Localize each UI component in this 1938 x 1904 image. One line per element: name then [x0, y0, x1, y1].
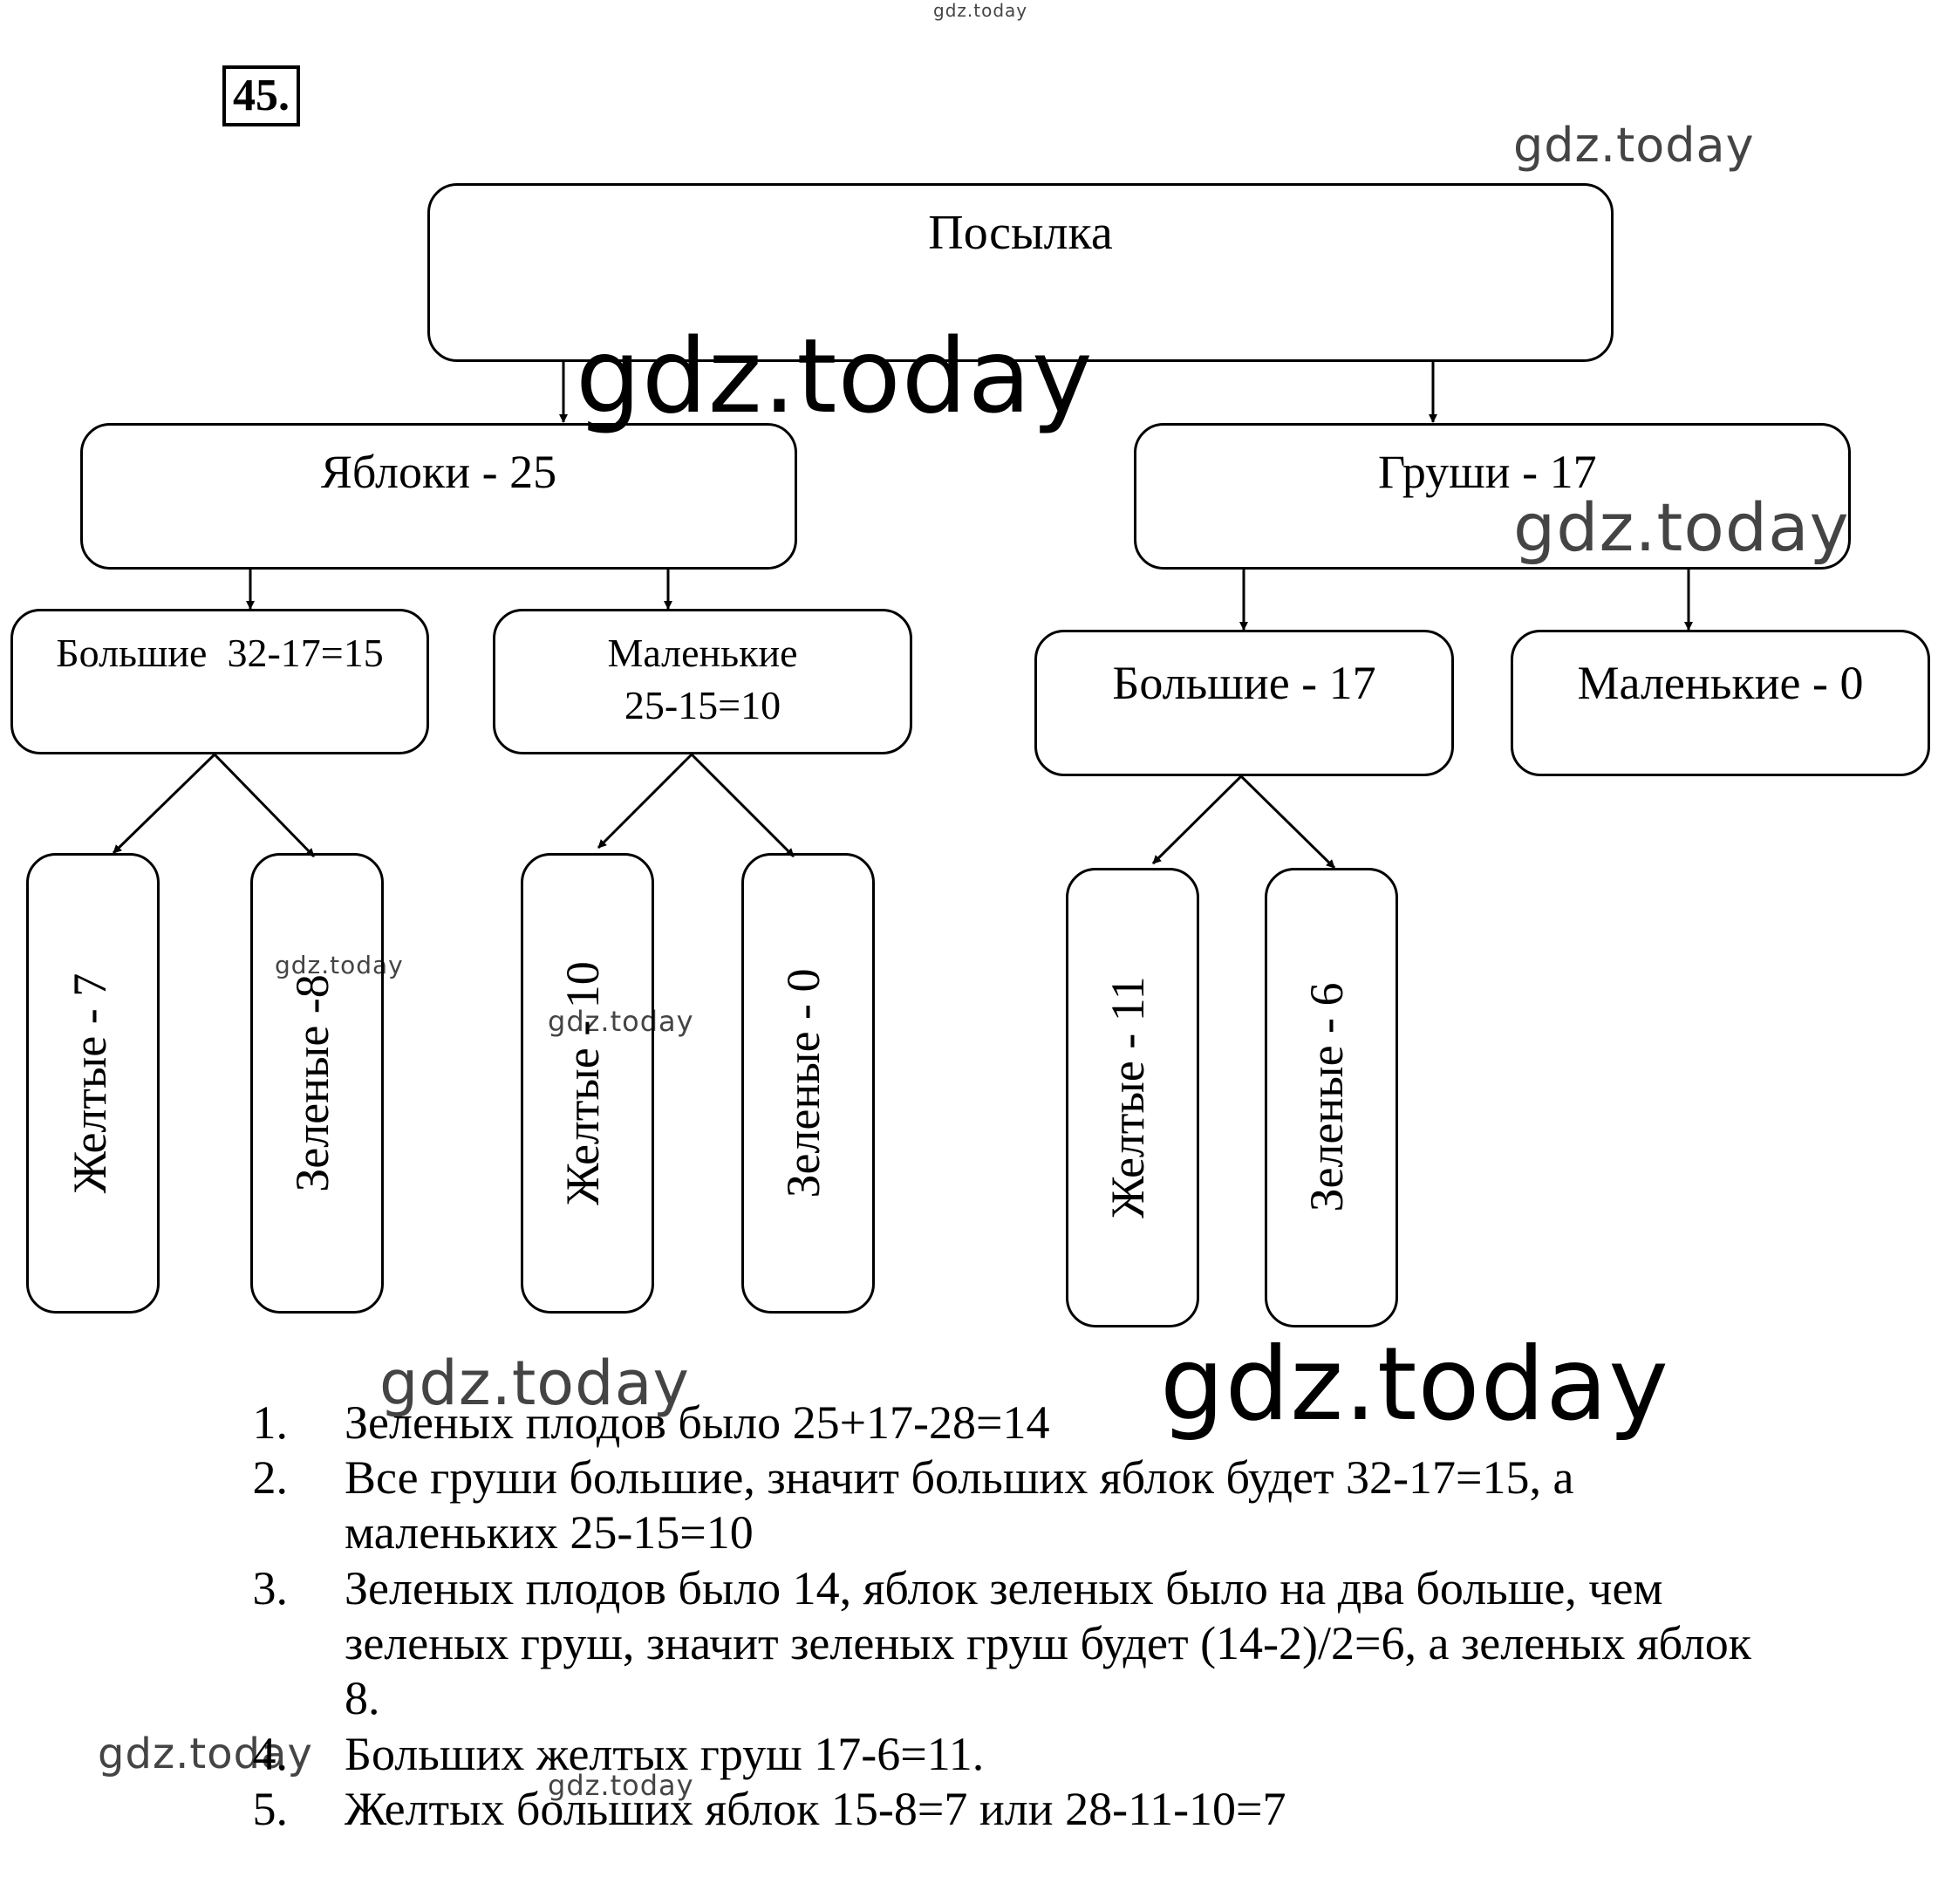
- problem-number: 45.: [222, 65, 300, 126]
- leaf-apples-small-green: [741, 853, 875, 1314]
- solution-item-line: Все груши большие, значит больших яблок …: [345, 1451, 1574, 1504]
- node-pears-label: Груши - 17: [1378, 446, 1597, 498]
- leaf-apples-big-yellow: [26, 853, 160, 1314]
- node-root-label: Посылка: [928, 206, 1113, 260]
- watermark-large-bottom: gdz.today: [1160, 1326, 1669, 1443]
- node-pears-big: [1034, 630, 1454, 776]
- arrow-pbig-yellow: [1151, 775, 1243, 865]
- leaf-pears-big-green: [1265, 868, 1398, 1327]
- node-pears: [1134, 423, 1851, 570]
- watermark-top-right: gdz.today: [1513, 118, 1755, 173]
- node-root: [427, 183, 1614, 362]
- solution-item-line: 8.: [345, 1672, 380, 1724]
- node-apples: [80, 423, 797, 570]
- solution-item-number: 5.: [252, 1783, 289, 1835]
- watermark-pears: gdz.today: [1513, 488, 1850, 566]
- leaf-apples-big-yellow-label: Желтые - 7: [64, 972, 116, 1194]
- solution-item-line: Желтых больших яблок 15-8=7 или 28-11-10…: [345, 1783, 1286, 1835]
- leaf-apples-big-green: [250, 853, 384, 1314]
- watermark-small-2: gdz.today: [548, 1005, 694, 1038]
- arrow-pbig-green: [1239, 775, 1336, 870]
- solution-item-line: Больших желтых груш 17-6=11.: [345, 1728, 985, 1780]
- solution-item-number: 2.: [252, 1451, 289, 1504]
- solution-item-number: 4.: [252, 1728, 289, 1780]
- leaf-apples-small-green-label: Зеленые - 0: [777, 968, 829, 1198]
- leaf-apples-small-yellow: [521, 853, 654, 1314]
- solution-item-line: Зеленых плодов было 25+17-28=14: [345, 1396, 1050, 1449]
- node-pears-small-label: Маленькие - 0: [1577, 657, 1864, 709]
- node-apples-label: Яблоки - 25: [320, 446, 557, 498]
- arrow-abig-yellow: [112, 753, 216, 855]
- node-apples-big: [10, 609, 429, 754]
- watermark-list-1: gdz.today: [379, 1348, 690, 1419]
- node-pears-small: [1511, 630, 1930, 776]
- node-apples-small: [493, 609, 912, 754]
- arrow-abig-green: [213, 753, 316, 858]
- node-apples-big-label: Большие 32-17=15: [56, 631, 384, 675]
- arrow-asmall-green: [690, 753, 795, 858]
- leaf-apples-big-green-label: Зеленые -8: [286, 974, 338, 1192]
- solution-item-line: маленьких 25-15=10: [345, 1506, 754, 1559]
- solution-item-line: зеленых груш, значит зеленых груш будет …: [345, 1617, 1751, 1669]
- solution-item-line: Зеленых плодов было 14, яблок зеленых бы…: [345, 1562, 1663, 1614]
- solution-item-number: 3.: [252, 1562, 289, 1614]
- node-pears-big-label: Большие - 17: [1112, 657, 1376, 709]
- watermark-list-4: gdz.today: [98, 1730, 313, 1778]
- leaf-pears-big-yellow-label: Желтые - 11: [1102, 976, 1154, 1218]
- watermark-top: gdz.today: [933, 0, 1028, 21]
- node-apples-small-label-line2: 25-15=10: [624, 683, 781, 727]
- arrow-asmall-yellow: [597, 753, 693, 850]
- watermark-list-5: gdz.today: [548, 1769, 694, 1802]
- leaf-apples-small-yellow-label: Желтые - 10: [556, 961, 609, 1205]
- watermark-large-center: gdz.today: [576, 316, 1094, 436]
- leaf-pears-big-green-label: Зеленые - 6: [1300, 982, 1353, 1212]
- leaf-pears-big-yellow: [1066, 868, 1199, 1327]
- node-apples-small-label-line1: Маленькие: [607, 631, 798, 675]
- solution-item-number: 1.: [252, 1396, 289, 1449]
